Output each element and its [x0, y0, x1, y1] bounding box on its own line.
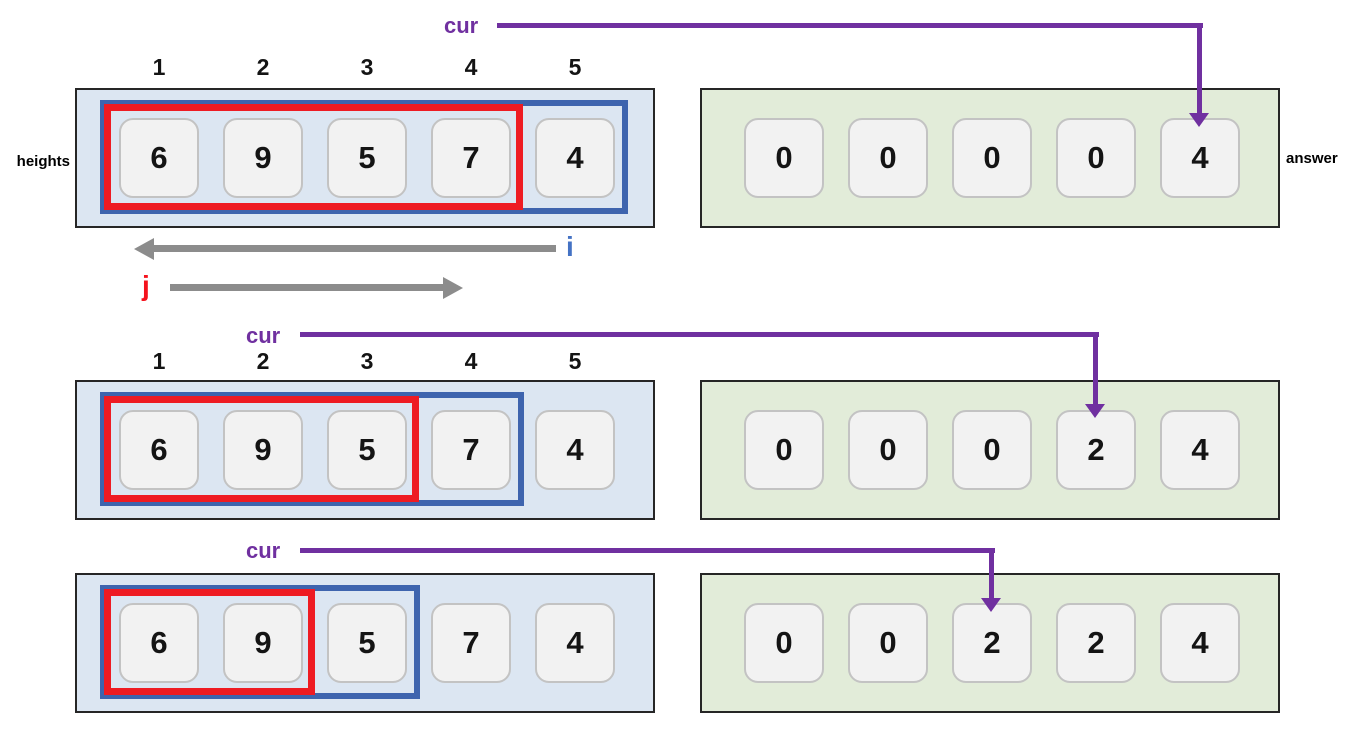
- red-highlight-window: [104, 104, 523, 210]
- answer-label: answer: [1286, 150, 1338, 167]
- heights-cell: 5: [327, 603, 407, 683]
- index-label: 4: [464, 348, 478, 374]
- heights-cell: 6: [119, 603, 199, 683]
- cur-arrow-line: [989, 548, 994, 598]
- answer-cell: 0: [744, 118, 824, 198]
- cur-arrow-line: [300, 332, 1099, 337]
- answer-cell: 0: [952, 410, 1032, 490]
- j-arrow-head-icon: [443, 277, 463, 299]
- j-arrow-shaft: [170, 284, 443, 291]
- index-label: 1: [152, 348, 166, 374]
- i-arrow-head-icon: [134, 238, 154, 260]
- blue-highlight-window: [100, 100, 628, 214]
- index-label: 5: [568, 348, 582, 374]
- index-label: 5: [568, 54, 582, 80]
- answer-cell: 2: [1056, 410, 1136, 490]
- answer-cell: 2: [1056, 603, 1136, 683]
- cur-arrow-head-icon: [1085, 404, 1105, 418]
- heights-cell: 4: [535, 118, 615, 198]
- heights-cell: 9: [223, 118, 303, 198]
- answer-cell: 0: [1056, 118, 1136, 198]
- answer-cell: 2: [952, 603, 1032, 683]
- answer-cell: 0: [848, 410, 928, 490]
- cur-label: cur: [444, 13, 479, 38]
- cur-label: cur: [246, 538, 281, 563]
- index-label: 2: [256, 348, 270, 374]
- heights-cell: 9: [223, 410, 303, 490]
- i-arrow-shaft: [152, 245, 556, 252]
- heights-cell: 6: [119, 410, 199, 490]
- heights-cell: 7: [431, 603, 511, 683]
- cur-arrow-line: [300, 548, 995, 553]
- heights-cell: 4: [535, 410, 615, 490]
- cur-arrow-head-icon: [1189, 113, 1209, 127]
- index-label: 4: [464, 54, 478, 80]
- cur-arrow-line: [1197, 23, 1202, 113]
- answer-cell: 0: [848, 603, 928, 683]
- index-label: 2: [256, 54, 270, 80]
- answer-cell: 4: [1160, 118, 1240, 198]
- heights-cell: 4: [535, 603, 615, 683]
- heights-cell: 5: [327, 410, 407, 490]
- index-label: 3: [360, 348, 374, 374]
- cur-arrow-head-icon: [981, 598, 1001, 612]
- answer-cell: 0: [848, 118, 928, 198]
- i-pointer-label: i: [566, 231, 574, 262]
- answer-cell: 4: [1160, 410, 1240, 490]
- answer-cell: 0: [952, 118, 1032, 198]
- heights-cell: 7: [431, 118, 511, 198]
- answer-cell: 0: [744, 603, 824, 683]
- cur-arrow-line: [1093, 332, 1098, 404]
- blue-highlight-window: [100, 585, 420, 699]
- answer-cell: 4: [1160, 603, 1240, 683]
- index-label: 3: [360, 54, 374, 80]
- red-highlight-window: [104, 396, 419, 502]
- heights-cell: 5: [327, 118, 407, 198]
- j-pointer-label: j: [142, 270, 150, 301]
- heights-cell: 7: [431, 410, 511, 490]
- cur-arrow-line: [497, 23, 1203, 28]
- blue-highlight-window: [100, 392, 524, 506]
- index-label: 1: [152, 54, 166, 80]
- heights-label: heights: [16, 153, 70, 170]
- red-highlight-window: [104, 589, 315, 695]
- heights-cell: 6: [119, 118, 199, 198]
- heights-cell: 9: [223, 603, 303, 683]
- answer-cell: 0: [744, 410, 824, 490]
- cur-label: cur: [246, 323, 281, 348]
